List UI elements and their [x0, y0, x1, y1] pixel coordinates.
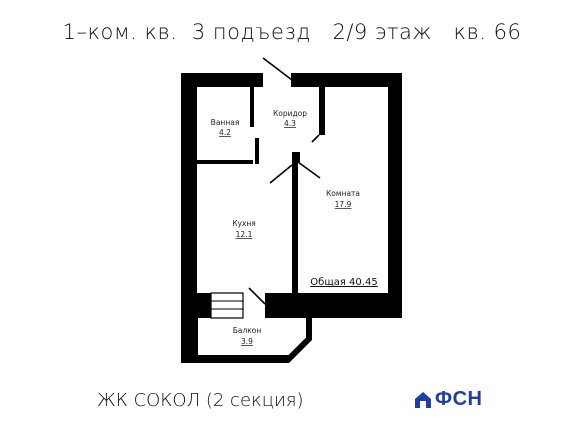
balcony-name: Балкон — [233, 326, 262, 335]
top-wall-left — [181, 73, 263, 87]
bottom-wall — [265, 293, 402, 318]
header-entrance: 3 подъезд — [191, 20, 311, 44]
bathroom-area: 4.2 — [219, 128, 231, 137]
kitchen-door — [269, 164, 293, 184]
kitchen-name: Кухня — [232, 219, 256, 228]
balcony-door — [248, 287, 266, 305]
total-area: Общая 40.45 — [310, 277, 377, 288]
room-door-upper — [311, 134, 320, 143]
complex-label: ЖК СОКОЛ (2 секция) — [97, 390, 304, 411]
balcony-window — [210, 292, 244, 319]
kitchen-room-wall — [292, 160, 298, 293]
corridor-room-wall — [319, 87, 325, 135]
doors — [248, 57, 321, 305]
corridor-name: Коридор — [273, 109, 307, 118]
balcony-area: 3.9 — [241, 337, 253, 346]
bath-kitchen-wall — [197, 160, 253, 164]
left-wall — [181, 73, 197, 363]
header-rooms: 1–ком. кв. — [62, 20, 178, 44]
logo-text: ФСН — [435, 388, 483, 410]
room-door — [297, 161, 321, 179]
kitchen-area: 12.1 — [236, 230, 253, 239]
corridor-wall-stub — [292, 152, 300, 162]
bath-wall-lower — [255, 138, 259, 164]
header-apartment: кв. 66 — [453, 20, 522, 44]
corridor-area: 4.3 — [284, 119, 296, 128]
top-wall-right — [291, 73, 402, 87]
page-title: 1–ком. кв. 3 подъезд 2/9 этаж кв. 66 — [0, 20, 584, 44]
room-area: 17.9 — [335, 200, 352, 209]
right-wall — [388, 73, 402, 318]
header-floor: 2/9 этаж — [332, 20, 432, 44]
bottom-wall-left — [181, 293, 211, 318]
bath-wall-upper — [250, 87, 254, 127]
room-name: Комната — [326, 189, 360, 198]
entrance-door — [262, 57, 293, 81]
walls — [181, 73, 402, 363]
balcony — [181, 318, 312, 363]
bathroom-name: Ванная — [211, 118, 240, 127]
fsn-logo: ФСН — [414, 388, 482, 411]
house-icon — [415, 391, 431, 408]
